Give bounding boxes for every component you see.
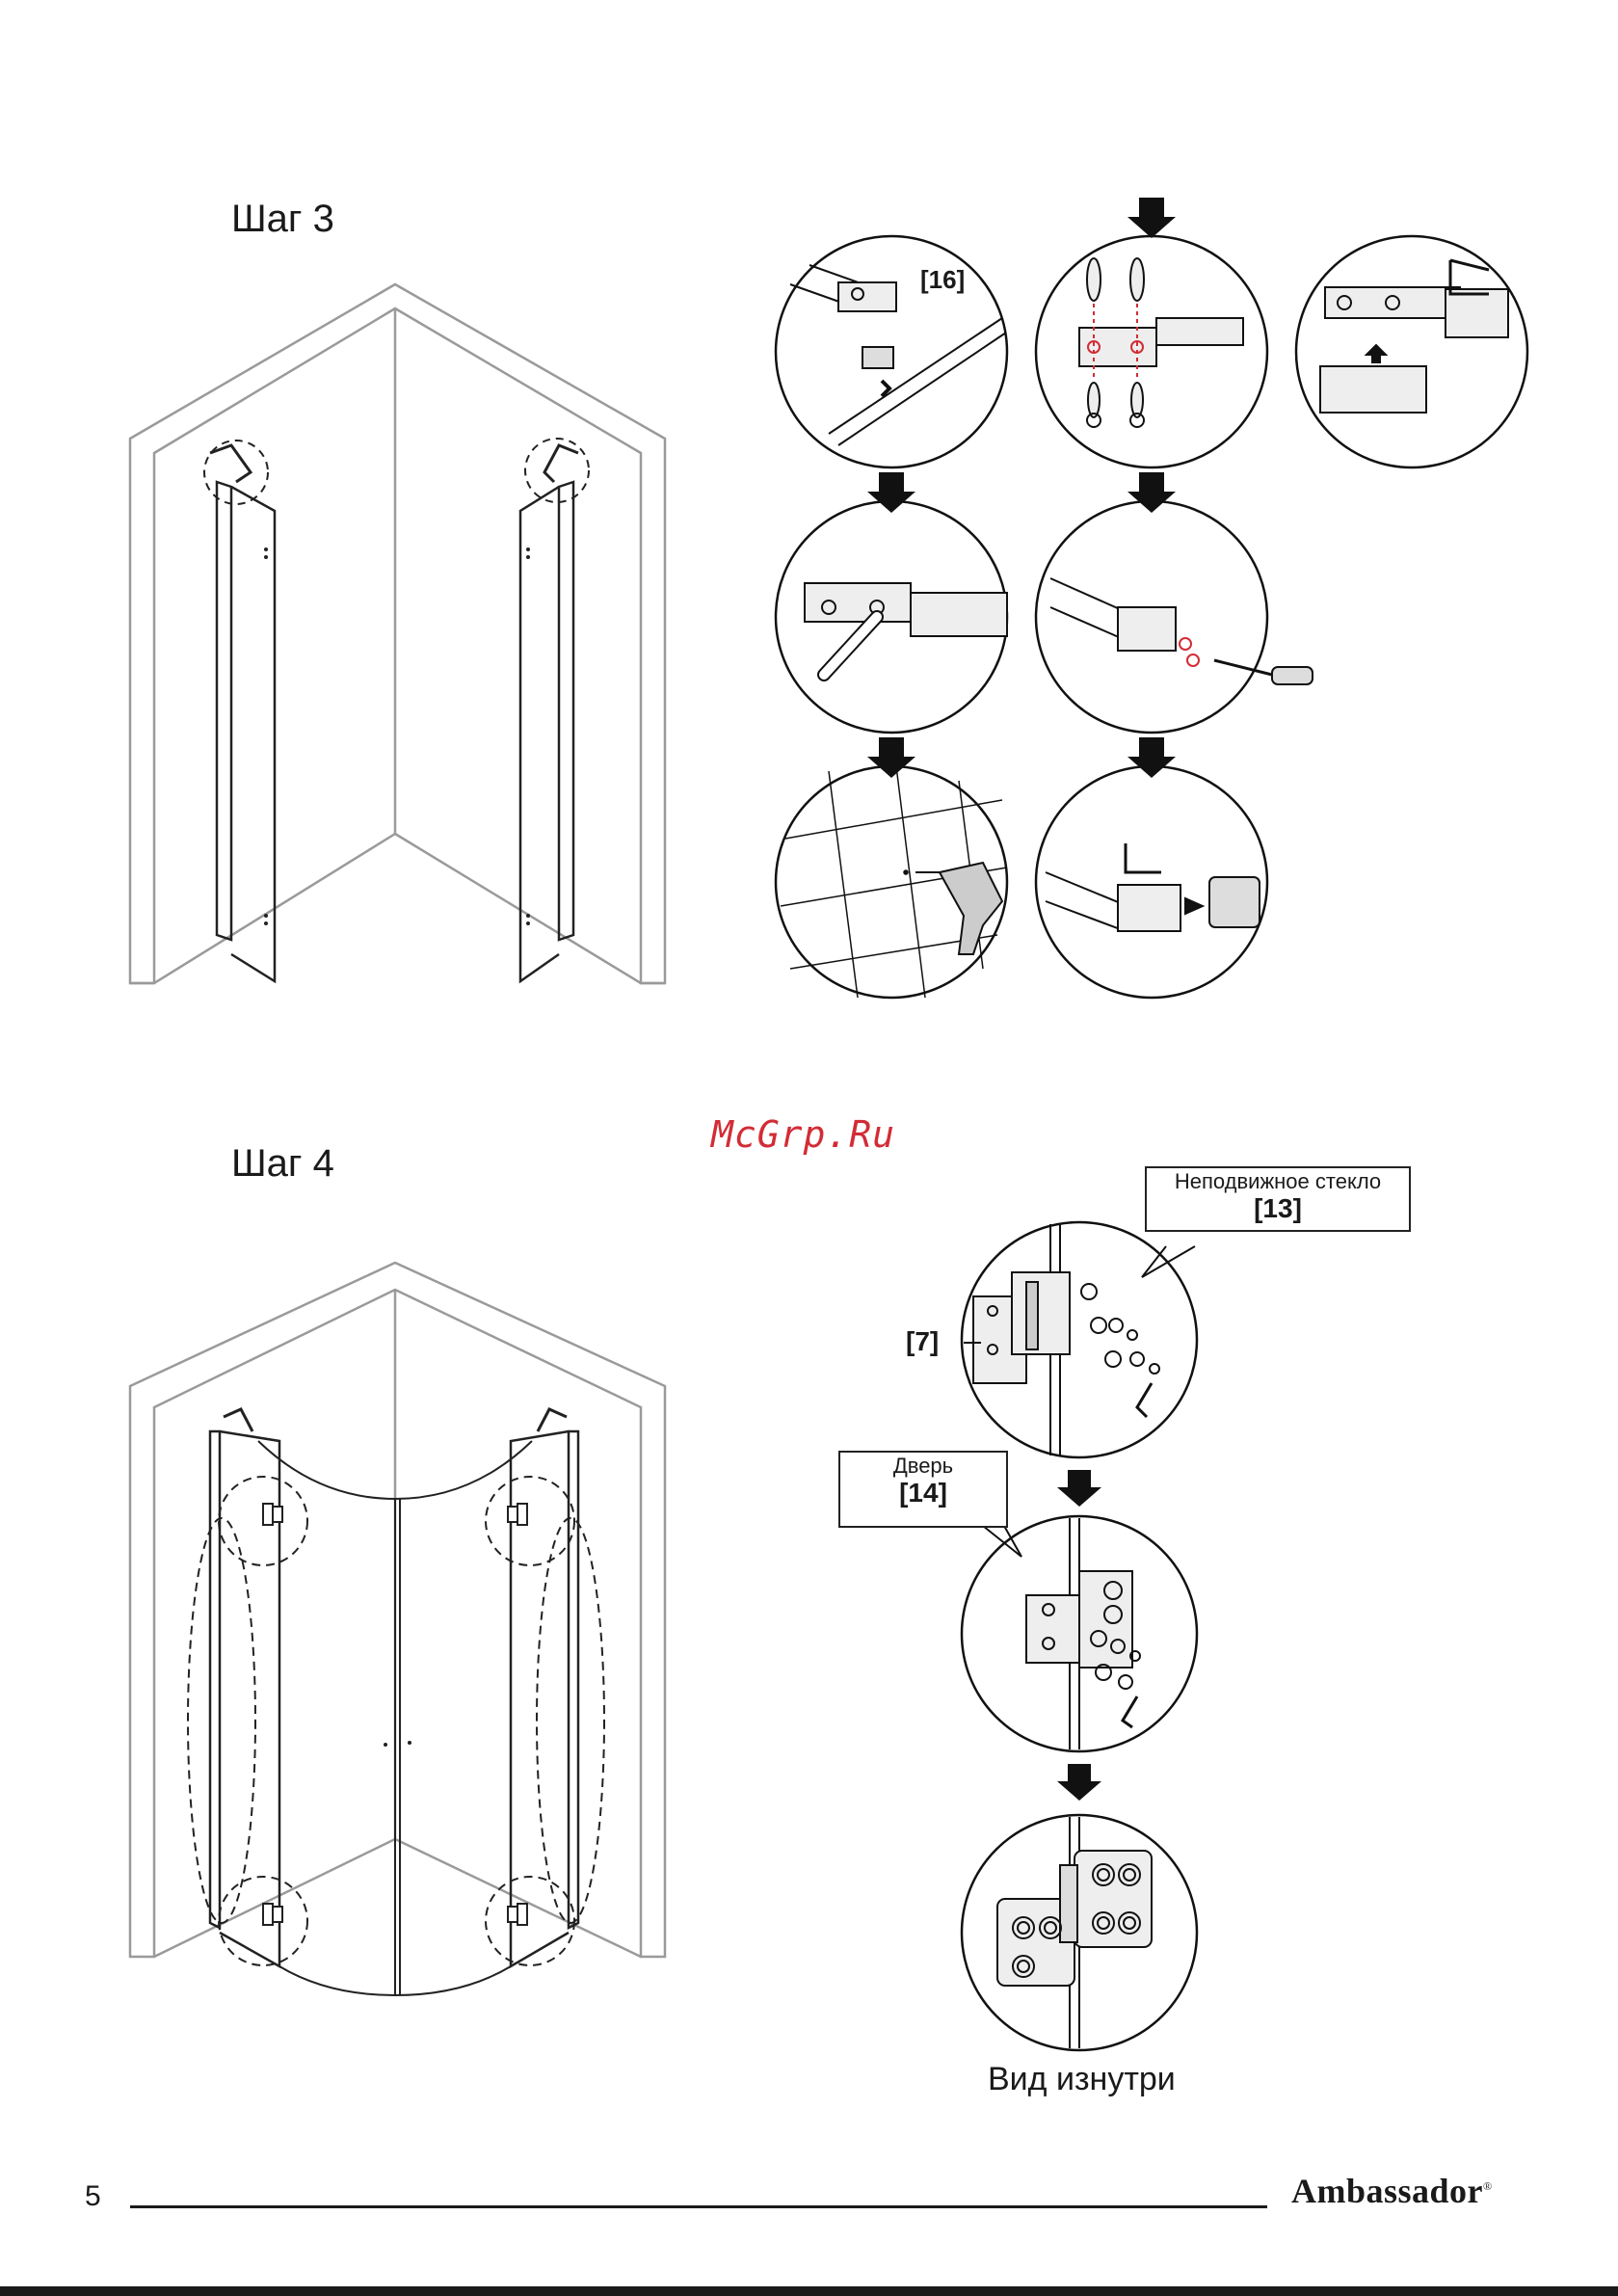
- hinge-ref-7: [7]: [906, 1326, 939, 1357]
- down-arrow-icon: [1057, 1470, 1101, 1507]
- inside-view-caption: Вид изнутри: [988, 2061, 1176, 2098]
- brand-logo: Ambassador®: [1291, 2171, 1493, 2211]
- callout-fixed-glass: Неподвижное стекло [13]: [1145, 1166, 1411, 1232]
- footer-rule: [130, 2205, 1267, 2208]
- door-label: Дверь: [893, 1454, 953, 1478]
- registered-mark: ®: [1483, 2179, 1493, 2193]
- door-ref: [14]: [840, 1480, 1006, 1507]
- hinge-circle-top-right: [486, 1477, 574, 1565]
- fixed-glass-ref: [13]: [1147, 1195, 1409, 1222]
- hinge-circle-bottom-right: [486, 1877, 574, 1965]
- callout-door: Дверь [14]: [838, 1451, 1008, 1528]
- page-bottom-bar: [0, 2286, 1618, 2296]
- down-arrow-icon: [1057, 1764, 1101, 1801]
- page-number: 5: [85, 2180, 101, 2213]
- fixed-glass-label: Неподвижное стекло: [1175, 1169, 1381, 1193]
- brand-name: Ambassador: [1291, 2172, 1483, 2210]
